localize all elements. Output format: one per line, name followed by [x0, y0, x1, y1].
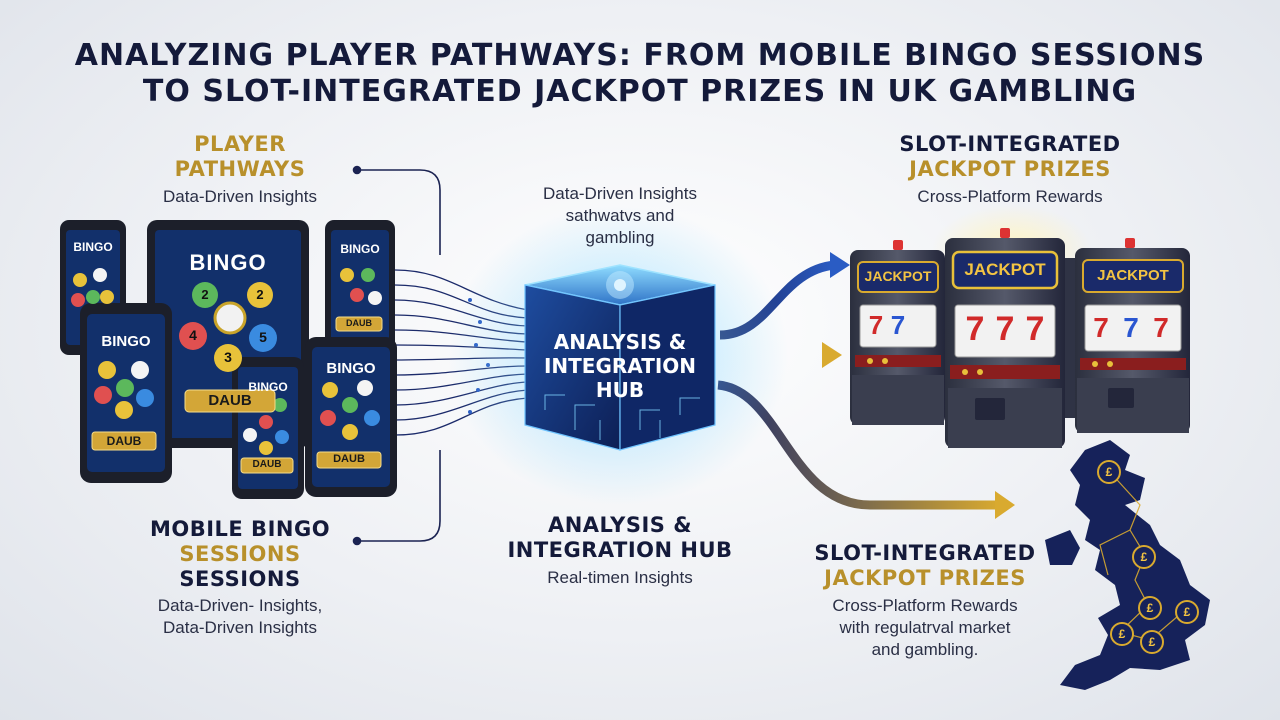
- daub-label: DAUB: [106, 434, 142, 448]
- reel-symbol: 7: [1025, 310, 1045, 348]
- reel-symbol: 7: [1123, 312, 1139, 343]
- pound-marker-icon: £: [1138, 596, 1162, 620]
- arrow-head-middle: [822, 342, 842, 368]
- ball-number: 3: [224, 349, 232, 365]
- reel-symbol: 7: [965, 310, 985, 348]
- slot-bottom-subtitle-3: and gambling.: [871, 640, 979, 659]
- ball-number: 4: [189, 327, 197, 343]
- bingo-balls-tablet: [179, 282, 277, 372]
- arrow-head-top: [830, 252, 850, 278]
- slot-machines: [850, 205, 1190, 448]
- ball-number: 5: [259, 329, 267, 345]
- reel-symbol: 7: [995, 310, 1015, 348]
- page-title-line-1: ANALYZING PLAYER PATHWAYS: FROM MOBILE B…: [74, 38, 1206, 73]
- bingo-label-phone-1: BINGO: [73, 240, 113, 254]
- daub-label: DAUB: [333, 453, 365, 465]
- ball-number: 2: [256, 287, 264, 302]
- pound-marker-icon: £: [1097, 460, 1121, 484]
- mobile-bingo-heading-3: SESSIONS: [179, 567, 301, 591]
- reel-symbol: 7: [890, 310, 906, 340]
- slot-bottom-subtitle-1: Cross-Platform Rewards: [832, 596, 1018, 615]
- hub-label-line-1: ANALYSIS &: [553, 330, 687, 354]
- reel-symbol: 7: [1093, 312, 1109, 343]
- bingo-label-tablet: BINGO: [189, 250, 267, 275]
- hub-label: ANALYSIS & INTEGRATION HUB: [525, 330, 715, 402]
- mobile-bingo-heading-1: MOBILE BINGO: [149, 517, 331, 541]
- hub-label-line-3: HUB: [595, 378, 645, 402]
- daub-label: DAUB: [208, 392, 252, 409]
- center-top-text: Data-Driven Insights sathwatvs and gambl…: [510, 183, 730, 249]
- analysis-bottom-heading-1: ANALYSIS &: [547, 513, 693, 537]
- jackpot-sign-center: JACKPOT: [964, 260, 1046, 279]
- analysis-hub-cube: [448, 205, 788, 505]
- bingo-label-phone-3: BINGO: [101, 333, 151, 350]
- mobile-bingo-subtitle-1: Data-Driven- Insights,: [157, 596, 323, 615]
- daub-buttons: [91, 316, 383, 474]
- slot-top-block: SLOT-INTEGRATED JACKPOT PRIZES Cross-Pla…: [880, 132, 1140, 208]
- pound-marker-icon: £: [1110, 622, 1134, 646]
- slot-top-subtitle: Cross-Platform Rewards: [917, 187, 1103, 206]
- page-title-line-2: TO SLOT-INTEGRATED JACKPOT PRIZES IN UK …: [142, 74, 1138, 109]
- daub-label: DAUB: [346, 318, 372, 328]
- ball-number: 2: [201, 287, 209, 302]
- player-pathways-heading-1: PLAYER: [194, 132, 286, 156]
- reel-symbol: 7: [1153, 312, 1169, 343]
- arrow-head-bottom: [995, 491, 1015, 519]
- slot-top-heading-1: SLOT-INTEGRATED: [899, 132, 1121, 156]
- bingo-balls-phones: [94, 268, 382, 455]
- bingo-balls-small-1: [71, 268, 114, 307]
- label-connector-lines: [352, 165, 441, 546]
- center-top-line-1: Data-Driven Insights: [542, 184, 697, 203]
- uk-map: [1045, 440, 1210, 690]
- center-top-line-2: sathwatvs and: [565, 206, 675, 225]
- hub-label-line-2: INTEGRATION: [543, 354, 697, 378]
- center-top-line-3: gambling: [585, 228, 655, 247]
- analysis-bottom-block: ANALYSIS & INTEGRATION HUB Real-timen In…: [490, 513, 750, 589]
- jackpot-sign-right: JACKPOT: [1097, 267, 1169, 284]
- player-pathways-heading-2: PATHWAYS: [174, 157, 306, 181]
- analysis-bottom-subtitle: Real-timen Insights: [547, 568, 693, 587]
- slot-bottom-block: SLOT-INTEGRATED JACKPOT PRIZES Cross-Pla…: [800, 541, 1050, 661]
- mobile-bingo-block: MOBILE BINGO SESSIONS SESSIONS Data-Driv…: [120, 517, 360, 639]
- slot-bottom-heading-2: JACKPOT PRIZES: [824, 566, 1026, 590]
- reel-symbol: 7: [868, 310, 884, 340]
- bingo-label-phone-2: BINGO: [340, 242, 380, 256]
- pound-marker-icon: £: [1140, 630, 1164, 654]
- daub-label: DAUB: [252, 459, 282, 470]
- bingo-label-phone-5: BINGO: [326, 360, 376, 377]
- slot-top-heading-2: JACKPOT PRIZES: [909, 157, 1111, 181]
- player-pathways-block: PLAYER PATHWAYS Data-Driven Insights: [120, 132, 360, 208]
- jackpot-sign-left: JACKPOT: [864, 268, 932, 284]
- pound-marker-icon: £: [1175, 600, 1199, 624]
- mobile-bingo-heading-2: SESSIONS: [179, 542, 301, 566]
- player-pathways-subtitle: Data-Driven Insights: [162, 187, 317, 206]
- slot-bottom-subtitle-2: with regulatrval market: [839, 618, 1011, 637]
- bingo-label-phone-4: BINGO: [248, 380, 288, 394]
- pound-marker-icon: £: [1132, 545, 1156, 569]
- slot-bottom-heading-1: SLOT-INTEGRATED: [814, 541, 1036, 565]
- mobile-bingo-subtitle-2: Data-Driven Insights: [162, 618, 317, 637]
- analysis-bottom-heading-2: INTEGRATION HUB: [507, 538, 733, 562]
